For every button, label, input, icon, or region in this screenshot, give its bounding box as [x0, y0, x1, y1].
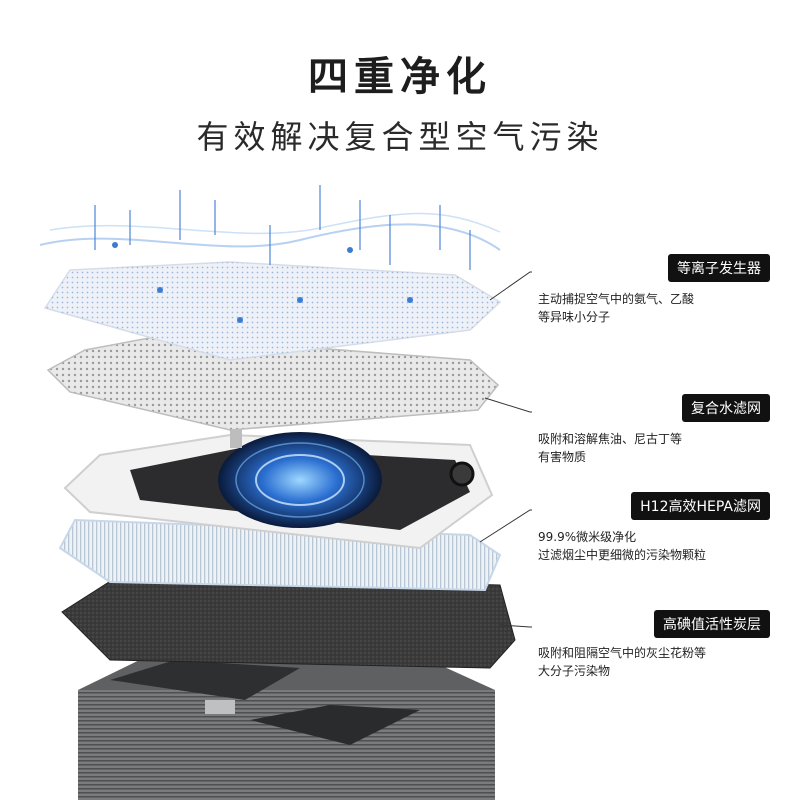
desc-line: 主动捕捉空气中的氨气、乙酸	[538, 292, 695, 306]
layer-label-water: 复合水滤网	[682, 394, 770, 422]
fan-icon	[218, 432, 382, 528]
desc-line: 有害物质	[538, 450, 587, 464]
plasma-generator-layer	[39, 185, 502, 361]
page-title: 四重净化	[308, 54, 492, 100]
page-subtitle: 有效解决复合型空气污染	[196, 118, 604, 156]
layer-label-carbon: 高碘值活性炭层	[654, 610, 770, 638]
layer-desc-carbon: 吸附和阻隔空气中的灰尘花粉等 大分子污染物	[538, 644, 778, 680]
desc-line: 大分子污染物	[538, 664, 611, 678]
layer-label-hepa: H12高效HEPA滤网	[631, 492, 770, 520]
layer-label-plasma: 等离子发生器	[668, 254, 770, 282]
layer-desc-plasma: 主动捕捉空气中的氨气、乙酸 等异味小分子	[538, 290, 778, 326]
leader-line-3	[479, 509, 532, 543]
desc-line: 等异味小分子	[538, 310, 611, 324]
desc-line: 99.9%微米级净化	[538, 530, 637, 544]
leader-line-4	[499, 624, 532, 628]
desc-line: 过滤烟尘中更细微的污染物颗粒	[538, 548, 707, 562]
leader-line-1	[489, 271, 532, 301]
desc-line: 吸附和溶解焦油、尼古丁等	[538, 432, 683, 446]
leader-line-2	[484, 397, 532, 413]
desc-line: 吸附和阻隔空气中的灰尘花粉等	[538, 646, 707, 660]
layer-desc-hepa: 99.9%微米级净化 过滤烟尘中更细微的污染物颗粒	[538, 528, 778, 564]
purifier-body	[78, 650, 495, 800]
layer-desc-water: 吸附和溶解焦油、尼古丁等 有害物质	[538, 430, 778, 466]
carbon-filter-layer	[61, 574, 516, 669]
